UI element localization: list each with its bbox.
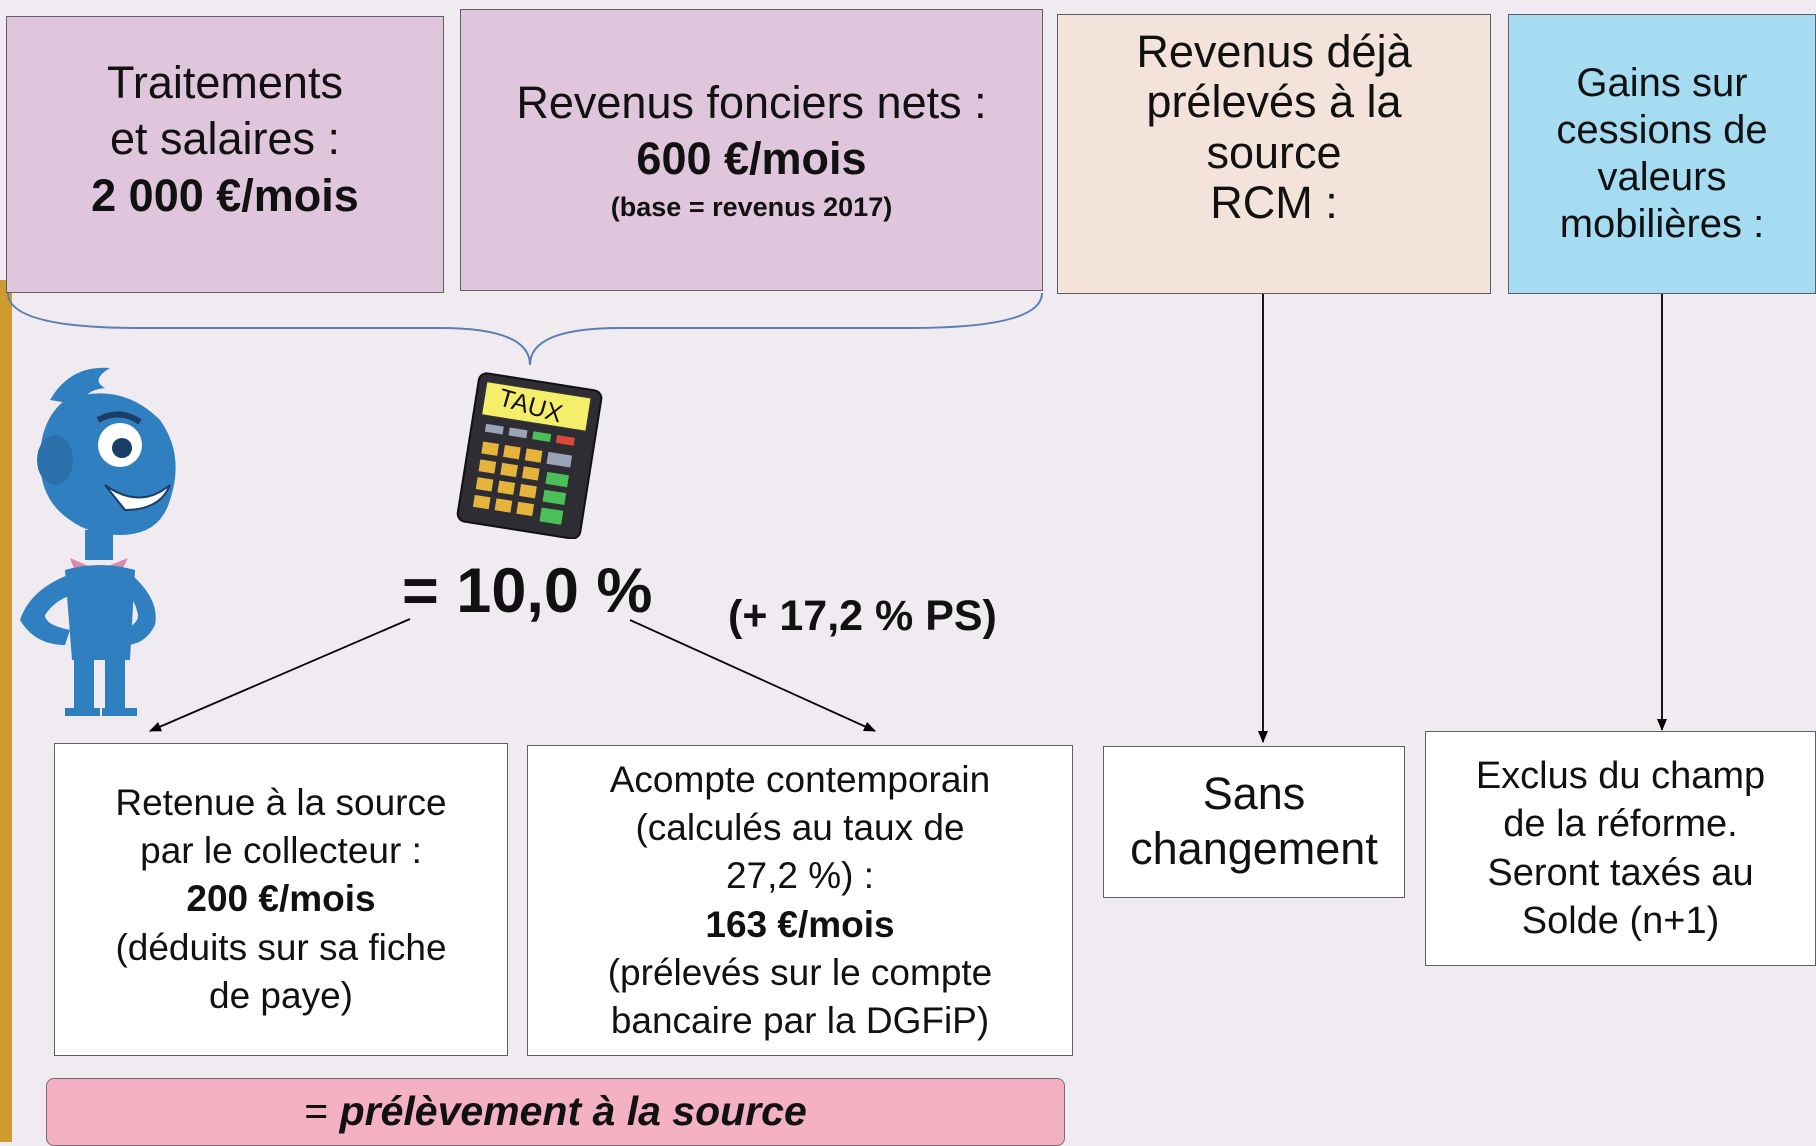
exclus-line4: Solde (n+1)	[1521, 899, 1720, 942]
fonciers-amount: 600 €/mois	[636, 133, 867, 185]
fonciers-note: (base = revenus 2017)	[610, 192, 893, 223]
box-gains-cessions: Gains sur cessions de valeurs mobilières…	[1508, 14, 1816, 294]
acompte-amount: 163 €/mois	[705, 903, 895, 945]
acompte-line1: Acompte contemporain	[609, 759, 991, 801]
arrow-to-acompte	[629, 619, 876, 732]
retenue-line3: (déduits sur sa fiche	[115, 926, 447, 968]
footer-text: prélèvement à la source	[339, 1088, 807, 1135]
sans-line2: changement	[1130, 823, 1378, 874]
acompte-line4: (prélevés sur le compte	[607, 951, 993, 993]
character-illustration	[20, 367, 176, 716]
rate-value: = 10,0 %	[402, 556, 653, 626]
salaires-amount: 2 000 €/mois	[91, 169, 359, 221]
exclus-line3: Seront taxés au	[1487, 851, 1754, 894]
gains-line1: Gains sur	[1576, 61, 1748, 106]
acompte-line2: (calculés au taux de	[635, 807, 965, 849]
gains-line4: mobilières :	[1559, 201, 1765, 246]
rcm-line3: source	[1206, 126, 1342, 178]
box-acompte: Acompte contemporain (calculés au taux d…	[527, 745, 1073, 1056]
retenue-line2: par le collecteur :	[140, 830, 422, 872]
calculator-icon	[456, 372, 603, 539]
footer-prefix: =	[304, 1088, 340, 1135]
sans-line1: Sans	[1202, 768, 1306, 820]
footer-prelevement: = prélèvement à la source	[46, 1078, 1065, 1146]
calculator-illustration: TAUX	[446, 367, 614, 539]
gains-line2: cessions de	[1556, 108, 1768, 153]
retenue-line1: Retenue à la source	[115, 782, 447, 824]
exclus-line1: Exclus du champ	[1475, 755, 1766, 797]
salaires-line1: Traitements	[107, 57, 343, 108]
rate-ps: (+ 17,2 % PS)	[728, 592, 997, 640]
retenue-amount: 200 €/mois	[186, 878, 376, 920]
box-revenus-fonciers: Revenus fonciers nets : 600 €/mois (base…	[460, 9, 1043, 291]
box-retenue-source: Retenue à la source par le collecteur : …	[54, 743, 508, 1056]
box-traitements-salaires: Traitements et salaires : 2 000 €/mois	[6, 16, 444, 293]
arrow-to-retenue	[149, 618, 411, 732]
box-exclus: Exclus du champ de la réforme. Seront ta…	[1425, 731, 1816, 966]
box-sans-changement: Sans changement	[1103, 746, 1405, 898]
box-rcm: Revenus déjà prélevés à la source RCM :	[1057, 14, 1491, 294]
acompte-line5: bancaire par la DGFiP)	[610, 999, 990, 1041]
rcm-line4: RCM :	[1210, 177, 1338, 229]
exclus-line2: de la réforme.	[1503, 803, 1738, 846]
gains-line3: valeurs	[1597, 155, 1727, 199]
rcm-line1: Revenus déjà	[1136, 26, 1412, 77]
grouping-brace	[7, 292, 1043, 366]
retenue-line4: de paye)	[209, 974, 353, 1016]
fonciers-line1: Revenus fonciers nets :	[516, 76, 987, 128]
salaires-line2: et salaires :	[109, 113, 341, 165]
rcm-line2: prélevés à la	[1146, 76, 1402, 128]
acompte-line3: 27,2 %) :	[725, 855, 875, 897]
left-accent-bar	[0, 280, 12, 1142]
